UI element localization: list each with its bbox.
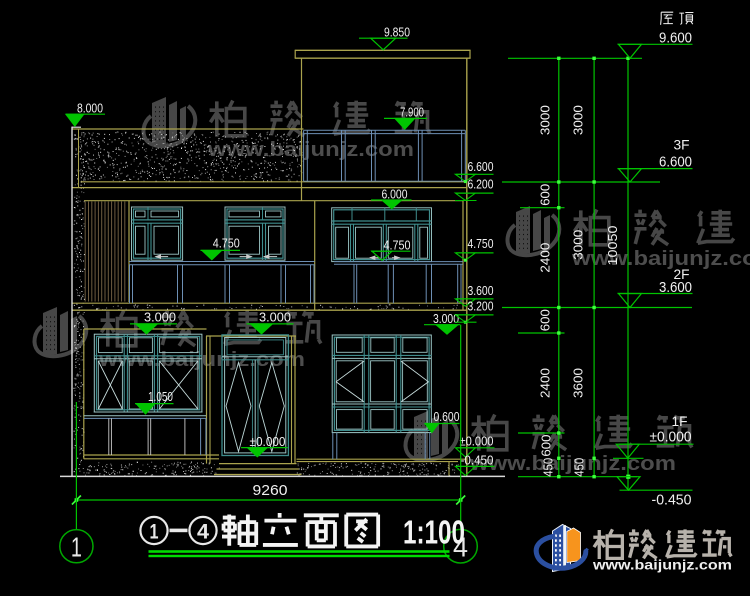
svg-text:0.600: 0.600: [434, 409, 460, 424]
svg-text:9260: 9260: [253, 482, 288, 499]
svg-text:7.900: 7.900: [400, 105, 424, 120]
svg-text:±0.000: ±0.000: [250, 434, 286, 449]
svg-text:4.750: 4.750: [213, 235, 240, 250]
svg-text:3000: 3000: [572, 105, 586, 135]
svg-text:4: 4: [453, 532, 468, 563]
svg-text:4.750: 4.750: [468, 236, 494, 251]
svg-text:2400: 2400: [539, 368, 553, 398]
svg-text:1: 1: [71, 532, 82, 563]
svg-text:9.850: 9.850: [384, 25, 410, 40]
svg-text:www.baijunjz.com: www.baijunjz.com: [592, 558, 732, 573]
svg-text:3.000: 3.000: [433, 311, 459, 326]
svg-text:±0.000: ±0.000: [460, 434, 494, 449]
svg-text:2400: 2400: [539, 243, 553, 273]
svg-text:-0.450: -0.450: [652, 493, 692, 509]
svg-text:±0.000: ±0.000: [650, 430, 692, 446]
svg-text:6.000: 6.000: [382, 186, 408, 201]
svg-text:4: 4: [197, 521, 209, 544]
svg-text:450: 450: [542, 458, 556, 477]
svg-text:600: 600: [539, 309, 553, 331]
svg-text:3000: 3000: [572, 230, 586, 260]
svg-text:6.600: 6.600: [468, 159, 494, 174]
svg-text:www.baijunjz.com: www.baijunjz.com: [207, 138, 414, 161]
svg-text:1.050: 1.050: [148, 389, 173, 404]
svg-text:3.000: 3.000: [259, 310, 291, 325]
svg-text:3.200: 3.200: [468, 298, 494, 313]
svg-text:6.200: 6.200: [468, 177, 494, 192]
svg-text:3000: 3000: [539, 105, 553, 135]
svg-text:600: 600: [540, 435, 554, 457]
svg-text:3.000: 3.000: [144, 310, 176, 325]
svg-text:8.000: 8.000: [77, 101, 103, 116]
svg-text:9.600: 9.600: [659, 31, 692, 47]
svg-text:1: 1: [150, 521, 159, 544]
svg-text:3F: 3F: [674, 138, 690, 153]
svg-text:1:100: 1:100: [403, 514, 465, 551]
svg-text:4.750: 4.750: [384, 237, 411, 252]
svg-text:3.600: 3.600: [468, 283, 494, 298]
svg-text:2F: 2F: [674, 267, 690, 282]
svg-text:3600: 3600: [572, 368, 586, 398]
svg-text:-0.450: -0.450: [461, 453, 494, 468]
svg-text:6.600: 6.600: [659, 155, 692, 171]
svg-text:www.baijunjz.com: www.baijunjz.com: [571, 247, 750, 270]
svg-text:3.600: 3.600: [659, 280, 692, 296]
svg-text:600: 600: [539, 184, 553, 206]
svg-text:1F: 1F: [672, 414, 688, 429]
svg-text:450: 450: [573, 458, 587, 477]
svg-text:10050: 10050: [606, 225, 620, 265]
